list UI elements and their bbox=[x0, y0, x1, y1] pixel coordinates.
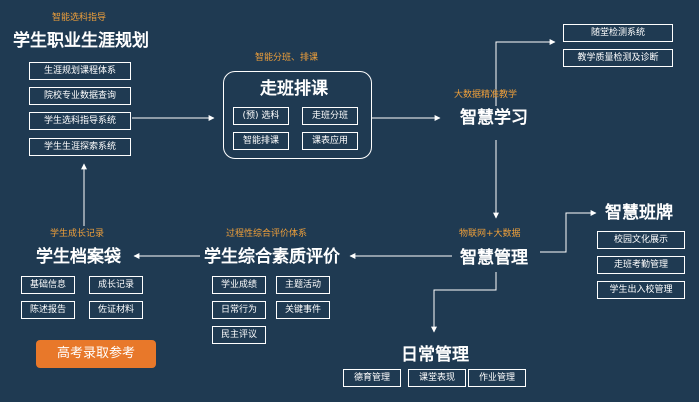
scheduling-item-preselect[interactable]: (预) 选科 bbox=[233, 107, 289, 125]
scheduling-item-class-split[interactable]: 走班分班 bbox=[302, 107, 358, 125]
gaokao-reference-button[interactable]: 高考录取参考 bbox=[36, 340, 156, 368]
archive-caption: 学生成长记录 bbox=[50, 229, 105, 239]
daily-item-homework[interactable]: 作业管理 bbox=[468, 369, 526, 387]
archive-item-statement[interactable]: 陈述报告 bbox=[21, 301, 75, 319]
evaluation-title: 学生综合素质评价 bbox=[204, 247, 340, 267]
arrow-learning-to-tools bbox=[495, 39, 556, 106]
archive-item-evidence[interactable]: 佐证材料 bbox=[89, 301, 143, 319]
career-item-explore[interactable]: 学生生涯探索系统 bbox=[29, 138, 131, 156]
scheduling-item-timetable[interactable]: 课表应用 bbox=[302, 132, 358, 150]
archive-item-growth-record[interactable]: 成长记录 bbox=[89, 276, 143, 294]
classboard-item-culture[interactable]: 校园文化展示 bbox=[597, 231, 685, 249]
evaluation-item-peer-review[interactable]: 民主评议 bbox=[212, 326, 266, 344]
daily-item-moral[interactable]: 德育管理 bbox=[343, 369, 401, 387]
management-caption: 物联网+大数据 bbox=[459, 229, 521, 239]
evaluation-item-behavior[interactable]: 日常行为 bbox=[212, 301, 266, 319]
classboard-item-attendance[interactable]: 走班考勤管理 bbox=[597, 256, 685, 274]
archive-title: 学生档案袋 bbox=[36, 247, 121, 267]
evaluation-item-grades[interactable]: 学业成绩 bbox=[212, 276, 266, 294]
arrow-management-to-daily bbox=[431, 272, 497, 333]
daily-item-class-behavior[interactable]: 课堂表现 bbox=[408, 369, 466, 387]
career-title: 学生职业生涯规划 bbox=[13, 31, 149, 51]
classboard-item-entry[interactable]: 学生出入校管理 bbox=[597, 281, 685, 299]
learning-caption: 大数据精准教学 bbox=[454, 90, 518, 100]
scheduling-item-auto-schedule[interactable]: 智能排课 bbox=[233, 132, 289, 150]
scheduling-group bbox=[223, 71, 372, 159]
daily-title: 日常管理 bbox=[401, 345, 469, 365]
evaluation-item-key-events[interactable]: 关键事件 bbox=[276, 301, 330, 319]
learning-item-quality[interactable]: 教学质量检测及诊断 bbox=[563, 49, 673, 67]
evaluation-caption: 过程性综合评价体系 bbox=[226, 229, 308, 239]
management-title: 智慧管理 bbox=[460, 248, 528, 268]
career-caption: 智能选科指导 bbox=[52, 13, 107, 23]
career-item-course-system[interactable]: 生涯规划课程体系 bbox=[29, 62, 131, 80]
career-item-college-query[interactable]: 院校专业数据查询 bbox=[29, 87, 131, 105]
arrow-management-to-classboard bbox=[540, 210, 597, 253]
evaluation-item-activities[interactable]: 主题活动 bbox=[276, 276, 330, 294]
classboard-title: 智慧班牌 bbox=[605, 203, 673, 223]
learning-title: 智慧学习 bbox=[460, 108, 528, 128]
archive-item-basic-info[interactable]: 基础信息 bbox=[21, 276, 75, 294]
learning-item-quiz[interactable]: 随堂检测系统 bbox=[563, 24, 673, 42]
career-item-subject-guide[interactable]: 学生选科指导系统 bbox=[29, 112, 131, 130]
scheduling-title: 走班排课 bbox=[260, 79, 328, 99]
scheduling-caption: 智能分班、排课 bbox=[255, 53, 319, 63]
